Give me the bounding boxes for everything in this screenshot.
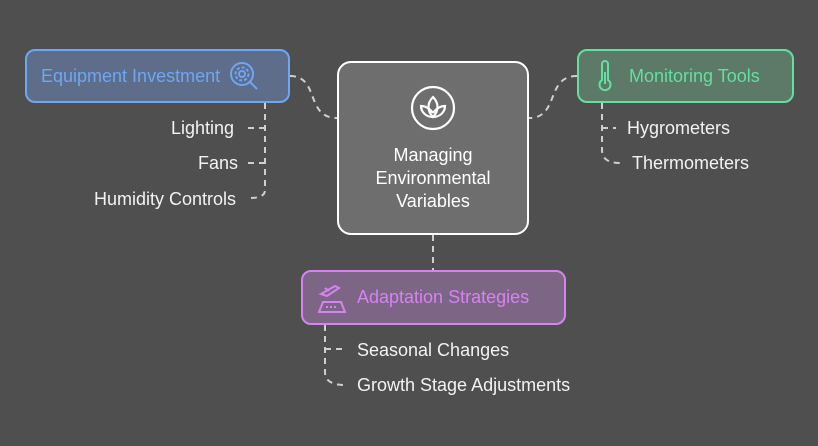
branch-adaptation-strategies: Adaptation Strategies	[301, 270, 566, 325]
branch-equipment-investment: Equipment Investment	[25, 49, 290, 103]
center-title-line: Variables	[396, 191, 470, 211]
leaf-item: Growth Stage Adjustments	[357, 375, 571, 395]
leaf-item: Seasonal Changes	[357, 340, 510, 360]
center-node: Managing Environmental Variables	[337, 61, 529, 235]
branch-label: Equipment Investment	[41, 65, 221, 86]
branch-label: Monitoring Tools	[629, 65, 760, 86]
lotus-icon	[410, 85, 456, 131]
leaf-item: Humidity Controls	[93, 189, 236, 209]
center-title-line: Environmental	[375, 168, 491, 188]
adaptation-icon	[317, 284, 347, 313]
branch-monitoring-tools: Monitoring Tools	[577, 49, 794, 103]
leaf-item: Thermometers	[632, 153, 750, 173]
center-title-line: Managing	[393, 145, 473, 165]
leaf-item: Lighting	[170, 118, 234, 138]
leaf-item: Fans	[197, 153, 238, 173]
gear-search-icon	[230, 62, 258, 90]
leaf-item: Hygrometers	[627, 118, 731, 138]
thermometer-icon	[598, 60, 612, 92]
branch-label: Adaptation Strategies	[357, 287, 530, 307]
